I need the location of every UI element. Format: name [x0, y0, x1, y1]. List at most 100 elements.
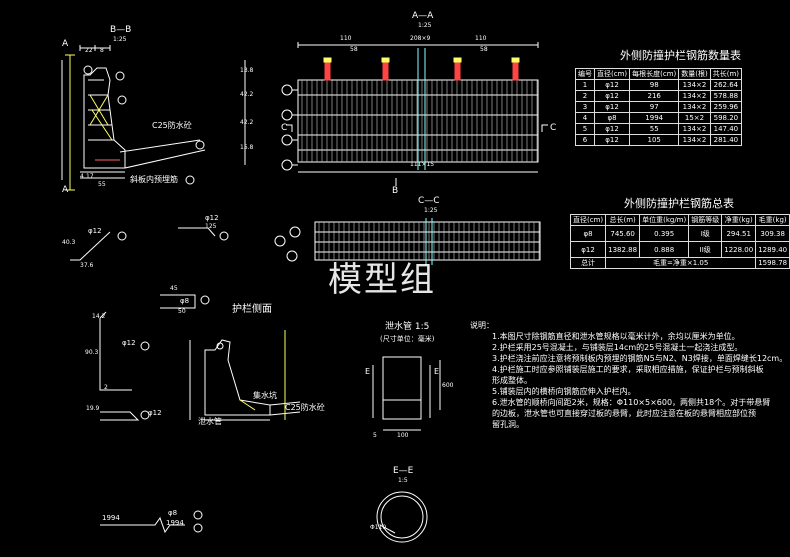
table1-title: 外侧防撞护栏钢筋数量表	[620, 49, 741, 62]
note-line: 2.护栏采用25号混凝土，与铺装层14cm的25号混凝土一起浇注成型。	[492, 343, 743, 352]
table-cell: φ12	[569, 241, 607, 258]
table-cell: 1228.00	[721, 241, 757, 258]
rebar7-dim-50: 50	[178, 308, 186, 315]
table-cell: φ12	[593, 134, 631, 146]
drain-dim-height: 600	[442, 382, 454, 389]
table-header-cell: 单位重(kg/m)	[639, 214, 690, 226]
table-header-cell: 总长(m)	[605, 214, 641, 226]
notes-title: 说明：	[470, 321, 494, 330]
aa-dim-r3: 42.2	[240, 119, 254, 126]
rebar7-dim-45: 45	[170, 285, 178, 292]
drain-dim-width: 100	[397, 432, 409, 439]
table-cell: 0.888	[639, 241, 690, 258]
shape1-diameter: φ12	[122, 339, 136, 347]
table-header-cell: 数量(根)	[678, 68, 711, 80]
ee-section-scale: 1:5	[398, 477, 408, 484]
note-line: 留孔洞。	[492, 420, 524, 429]
table-cell: 294.51	[721, 225, 757, 242]
rebar-shape-6	[178, 227, 229, 241]
table-header-cell: 每根长度(cm)	[629, 68, 680, 80]
table-cell: 1	[575, 79, 595, 91]
table-cell: φ12	[593, 90, 631, 102]
watermark: 模型组	[328, 260, 436, 300]
cut-mark-c-right: C	[550, 123, 557, 133]
embed-label: 斜板内预埋筋	[130, 175, 178, 184]
rebar-shape-long	[100, 510, 203, 534]
drain-subtitle: (尺寸单位：毫米)	[380, 335, 435, 343]
rebar-summary-table: 直径(cm) 总长(m) 单位重(kg/m) 钢筋等级 净重(kg) 毛重(kg…	[569, 214, 790, 269]
aa-dim-208: 208×9	[410, 35, 431, 42]
table-header-cell: 编号	[575, 68, 595, 80]
cc-section-scale: 1:25	[424, 207, 438, 214]
cut-mark-e-right: E	[434, 367, 440, 376]
bb-dim-4: 4	[80, 173, 84, 180]
table-total-row: 总计 毛重=净重×1.05 1598.78	[569, 257, 790, 269]
table-cell: 4	[575, 112, 595, 124]
long-bar-length: 1994	[102, 514, 120, 522]
note-line: 形成整体。	[492, 376, 532, 385]
table-header-cell: 直径(cm)	[569, 214, 607, 226]
drain-dim-5: 5	[373, 432, 377, 439]
table-header-cell: 直径(cm)	[593, 68, 631, 80]
table-cell: φ12	[593, 79, 631, 91]
table-cell: 745.60	[605, 225, 641, 242]
table-header-cell: 毛重(kg)	[755, 214, 790, 226]
table-cell: 2	[575, 90, 595, 102]
bb-section-scale: 1:25	[113, 36, 127, 43]
table-cell: II级	[688, 241, 723, 258]
table-cell: 6	[575, 134, 595, 146]
notes-block: 说明： 1.本图尺寸除钢筋直径和泄水管规格以毫米计外，余均以厘米为单位。 2.护…	[470, 320, 787, 430]
rebar5-dim-length: 37.6	[80, 262, 94, 269]
aa-section-title: A—A	[412, 11, 434, 21]
bb-section-title: B—B	[110, 25, 132, 35]
rebar7-diameter: φ8	[180, 297, 190, 305]
shape1-dim-a: 14.2	[92, 313, 106, 320]
aa-dim-bottom: 111×15	[410, 161, 435, 168]
shape1-dim-c: 90.3	[85, 349, 99, 356]
table-cell: 134×2	[678, 123, 711, 135]
table-cell: φ12	[593, 123, 631, 135]
table-cell: 598.20	[709, 112, 743, 124]
barrier-side-view	[189, 330, 301, 421]
aa-dim-r4: 15.8	[240, 144, 254, 151]
table-cell: 97	[629, 101, 680, 113]
shape1-dim-d: 2	[104, 384, 108, 391]
table-cell: 1289.40	[755, 241, 790, 258]
cc-plan-drawing	[274, 218, 541, 265]
long-bar-diameter: φ8	[168, 509, 178, 517]
aa-rebar-grid	[301, 80, 538, 162]
ee-section-title: E—E	[393, 466, 414, 476]
table-cell: 总计	[569, 257, 607, 269]
bb-dim-17: 17	[86, 173, 94, 180]
aa-dim-58b: 58	[480, 46, 488, 53]
bb-dim-8: 8	[100, 47, 104, 54]
table-header-row: 编号 直径(cm) 每根长度(cm) 数量(根) 共长(m)	[575, 68, 743, 80]
cc-section-title: C—C	[418, 196, 440, 206]
aa-dim-r2: 42.2	[240, 91, 254, 98]
table2-title: 外侧防撞护栏钢筋总表	[624, 197, 734, 210]
drain-pipe-drawing	[372, 356, 441, 431]
drain-title: 泄水管 1:5	[385, 322, 430, 332]
aa-dim-58a: 58	[350, 46, 358, 53]
table-cell: 5	[575, 123, 595, 135]
table-cell: 134×2	[678, 134, 711, 146]
table-cell: 15×2	[678, 112, 711, 124]
table-header-cell: 净重(kg)	[721, 214, 757, 226]
cut-mark-e-left: E	[365, 367, 371, 376]
cut-mark-a-top: A	[62, 39, 69, 49]
aa-dim-110b: 110	[475, 35, 487, 42]
drain-groove-label: 集水坑	[253, 391, 277, 400]
cut-mark-c-left: C	[281, 123, 288, 133]
aa-section-scale: 1:25	[418, 22, 432, 29]
cut-mark-b: B	[392, 186, 399, 196]
shape2-dim-a: 19.9	[86, 405, 100, 412]
